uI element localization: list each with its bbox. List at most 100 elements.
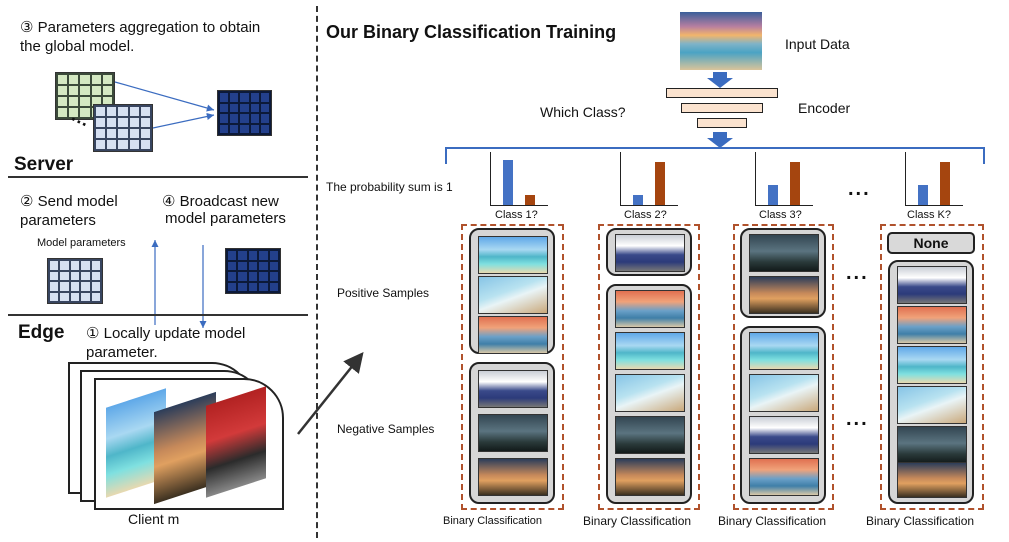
transfer-arrow — [297, 352, 364, 435]
class-1-positive-group — [469, 228, 555, 354]
sample-image — [478, 458, 548, 496]
class-3-column — [733, 224, 834, 510]
right-title: Our Binary Classification Training — [326, 22, 617, 42]
sample-image — [478, 236, 548, 274]
column-dots-lower: ... — [846, 408, 869, 430]
broadcast-model-grid — [225, 248, 281, 294]
class-k-bar-blue — [918, 185, 928, 205]
column-dots-upper: ... — [846, 262, 869, 284]
class-3-bar-axis — [755, 152, 813, 206]
down-arrow-1-svg — [707, 72, 733, 88]
sample-image — [897, 426, 967, 464]
input-data-image — [680, 12, 762, 70]
sample-image — [897, 386, 967, 424]
down-arrow-2 — [707, 132, 733, 148]
sample-image — [615, 234, 685, 272]
positive-samples-label: Positive Samples — [337, 286, 430, 300]
class-3-positive-group — [740, 228, 826, 318]
class-1-bar-axis — [490, 152, 548, 206]
local-model-grid — [47, 258, 103, 304]
step2-text: ② Send model — [20, 193, 118, 210]
class-3-bar-brown — [790, 162, 800, 205]
class-bracket — [445, 147, 985, 164]
sample-image — [615, 374, 685, 412]
class-3-bar-blue — [768, 185, 778, 205]
which-class-label: Which Class? — [540, 104, 626, 120]
class-2-bar-axis — [620, 152, 678, 206]
class-2-bar-blue — [633, 195, 643, 205]
none-label-box: None — [887, 232, 975, 254]
down-arrow-1 — [707, 72, 733, 88]
class-k-bar-brown — [940, 162, 950, 205]
class-3-negative-group — [740, 326, 826, 504]
probability-sum-label: The probability sum is 1 — [326, 180, 453, 194]
sample-image — [749, 276, 819, 314]
sample-image — [897, 462, 967, 498]
sample-image — [615, 416, 685, 454]
step3-text-line2: the global model. — [20, 38, 135, 55]
client-card-front — [94, 378, 284, 510]
sample-image — [615, 458, 685, 496]
encoder-layer-3 — [697, 118, 747, 128]
class-2-positive-group — [606, 228, 692, 276]
sample-image — [897, 306, 967, 344]
sample-image — [749, 416, 819, 454]
class-dots-top: ... — [848, 178, 871, 200]
sample-image — [749, 332, 819, 370]
class-1-negative-group — [469, 362, 555, 504]
class-2-label: Class 2? — [624, 209, 667, 221]
server-label: Server — [14, 154, 74, 175]
class-1-footer: Binary Classification — [443, 515, 543, 527]
sample-image — [478, 316, 548, 354]
class-2-bar-brown — [655, 162, 665, 205]
step4-text-line2: model parameters — [165, 210, 286, 227]
negative-samples-label: Negative Samples — [337, 422, 435, 436]
step3-text: ③ Parameters aggregation to obtain — [20, 19, 261, 36]
global-model-grid — [217, 90, 272, 136]
client-model-grid-light — [93, 104, 153, 152]
class-k-label: Class K? — [907, 209, 952, 221]
class-1-bar-blue — [503, 160, 513, 205]
class-k-footer: Binary Classification — [866, 514, 975, 528]
down-arrow-2-svg — [707, 132, 733, 148]
class-2-footer: Binary Classification — [583, 514, 692, 528]
input-data-label: Input Data — [785, 36, 850, 52]
aggregation-arrow-1 — [114, 81, 215, 112]
aggregation-arrow-2 — [152, 112, 215, 129]
server-divider — [8, 176, 308, 178]
class-2-column — [598, 224, 700, 510]
class-1-label: Class 1? — [495, 209, 538, 221]
class-3-footer: Binary Classification — [718, 514, 827, 528]
sample-image — [897, 346, 967, 384]
sample-image — [897, 266, 967, 304]
encoder-layer-1 — [666, 88, 778, 98]
encoder-layer-2 — [681, 103, 763, 113]
step4-text: ④ Broadcast new — [162, 193, 279, 210]
class-k-negative-group — [888, 260, 974, 504]
step1-text-line2: parameter. — [86, 344, 158, 361]
model-params-label: Model parameters — [37, 237, 126, 249]
sample-image — [615, 332, 685, 370]
class-2-negative-group — [606, 284, 692, 504]
sample-image — [615, 290, 685, 328]
sample-image — [749, 234, 819, 272]
class-1-bar-brown — [525, 195, 535, 205]
bracket-svg — [445, 147, 985, 164]
step1-text: ① Locally update model — [86, 325, 246, 342]
panel-divider — [316, 6, 318, 538]
sample-image — [749, 374, 819, 412]
step2-text-line2: parameters — [20, 212, 96, 229]
client-image-bus — [206, 386, 266, 498]
sample-image — [478, 414, 548, 452]
class-k-bar-axis — [905, 152, 963, 206]
sample-image — [749, 458, 819, 496]
encoder-label: Encoder — [798, 100, 851, 116]
class-k-column — [880, 224, 984, 510]
class-1-column — [461, 224, 564, 510]
edge-divider — [8, 314, 308, 316]
edge-label: Edge — [18, 322, 65, 343]
class-3-label: Class 3? — [759, 209, 802, 221]
transfer-arrow-svg — [297, 352, 364, 435]
sample-image — [478, 276, 548, 314]
sample-image — [478, 370, 548, 408]
